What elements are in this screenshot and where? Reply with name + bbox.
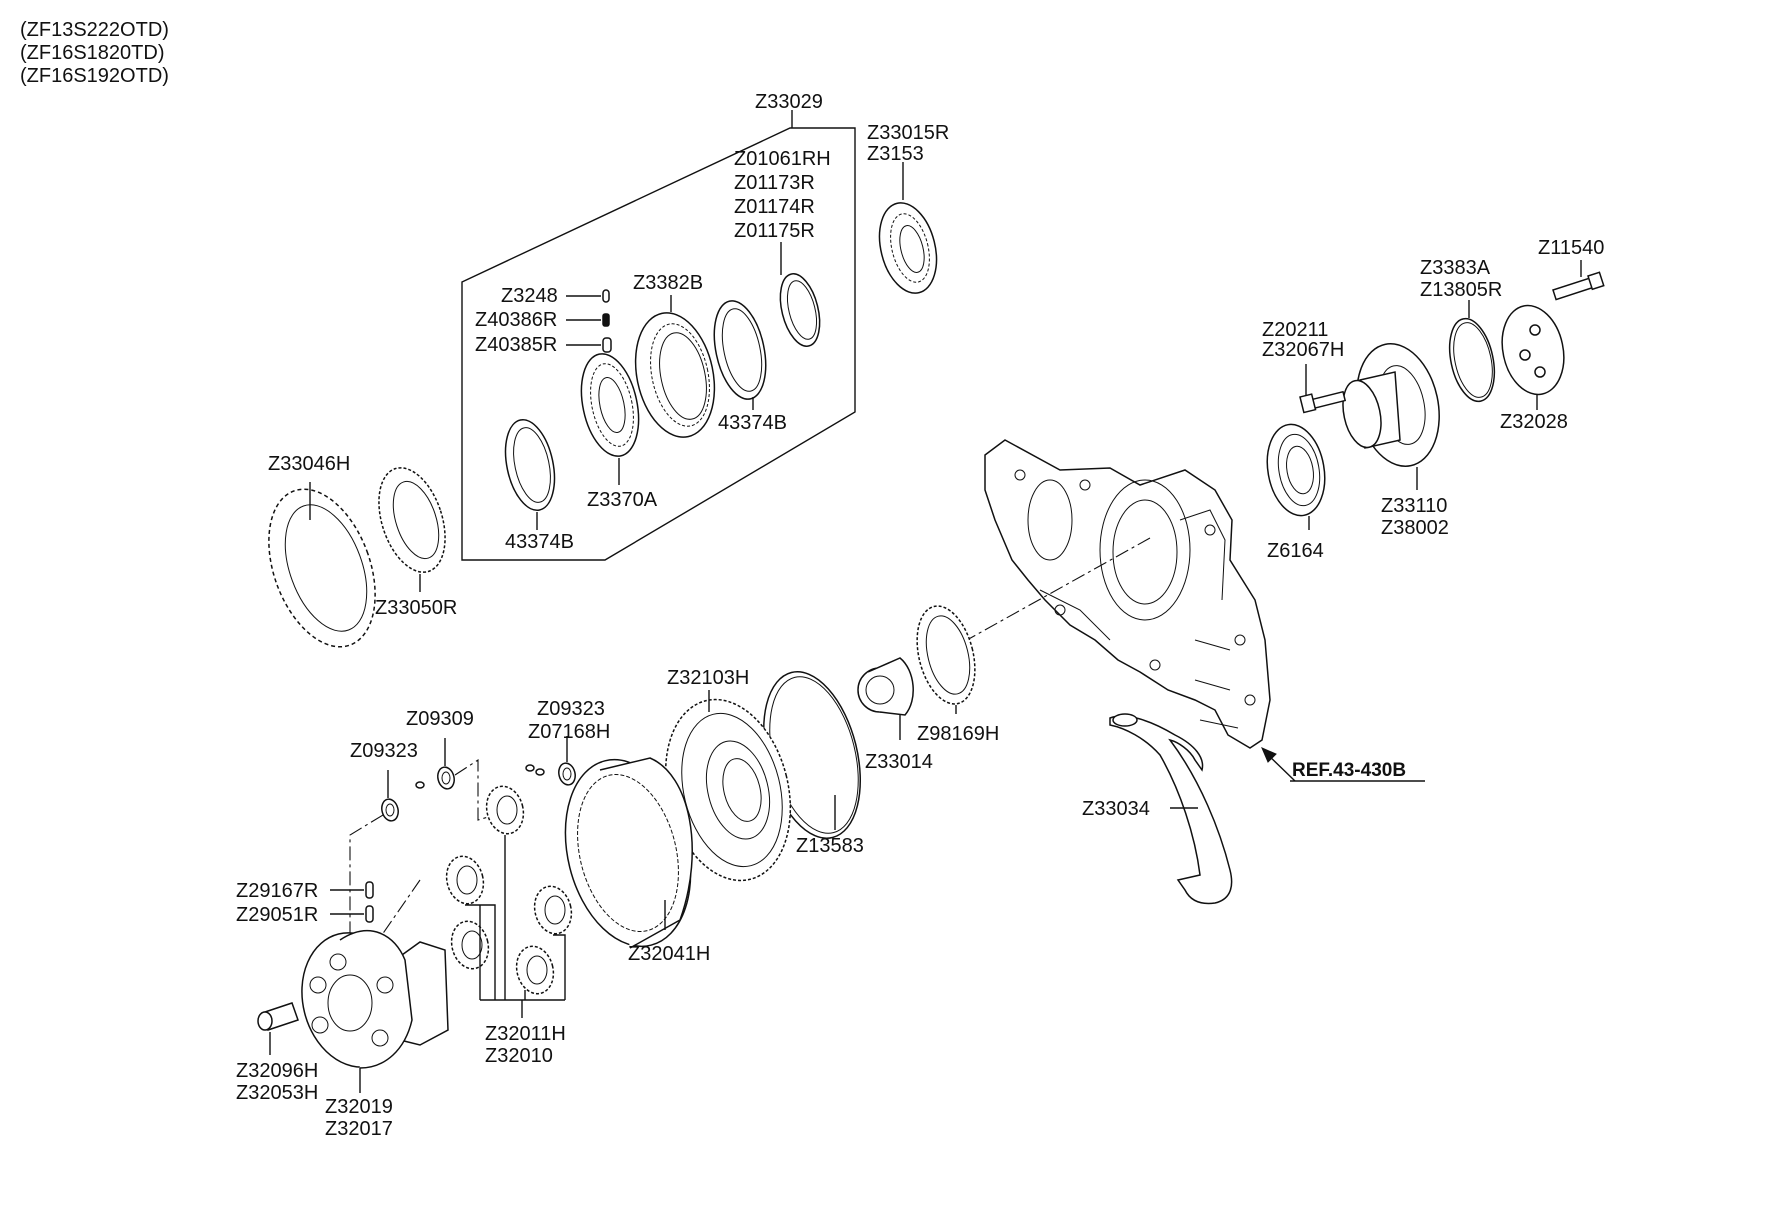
label-z3248[interactable]: Z3248: [501, 285, 558, 307]
washer-z09323-top[interactable]: [557, 761, 578, 786]
ring-z98169h[interactable]: [908, 600, 985, 710]
snap-ring-z01061rh[interactable]: [774, 270, 827, 351]
planet-gear-1[interactable]: [482, 782, 529, 837]
shift-fork-z33034[interactable]: [1109, 713, 1233, 905]
label-z29167r[interactable]: Z29167R: [236, 880, 318, 902]
planet-gear-2[interactable]: [442, 852, 489, 907]
label-z33050r[interactable]: Z33050R: [375, 597, 457, 619]
label-z11540[interactable]: Z11540: [1538, 237, 1604, 259]
reference-label[interactable]: REF.43-430B: [1292, 760, 1406, 781]
label-z07168h[interactable]: Z07168H: [528, 721, 610, 743]
label-z33110[interactable]: Z33110: [1381, 495, 1447, 517]
planet-gear-4[interactable]: [447, 917, 494, 972]
label-z13583[interactable]: Z13583: [796, 835, 864, 857]
washer-z09323-left[interactable]: [380, 797, 401, 822]
sync-ring-43374b-upper[interactable]: [706, 296, 774, 404]
label-z98169h[interactable]: Z98169H: [917, 723, 999, 745]
label-z3370a[interactable]: Z3370A: [587, 489, 658, 511]
model-3: (ZF16S192OTD): [20, 65, 169, 87]
label-z32010[interactable]: Z32010: [485, 1045, 553, 1067]
sliding-sleeve-z3382b[interactable]: [625, 305, 726, 444]
label-z09309[interactable]: Z09309: [406, 708, 474, 730]
planet-gear-5[interactable]: [512, 942, 559, 997]
label-z09323-left[interactable]: Z09323: [350, 740, 418, 762]
label-z01175r[interactable]: Z01175R: [734, 220, 815, 242]
washer-z09309[interactable]: [436, 765, 457, 790]
label-z32011h[interactable]: Z32011H: [485, 1023, 566, 1045]
label-z3382b[interactable]: Z3382B: [633, 272, 703, 294]
planet-gear-3[interactable]: [530, 882, 577, 937]
model-2: (ZF16S1820TD): [20, 42, 165, 64]
model-1: (ZF13S222OTD): [20, 19, 169, 41]
pin-z29167r[interactable]: [365, 881, 374, 899]
assembly-box-z33029: [461, 127, 856, 561]
label-z29051r[interactable]: Z29051R: [236, 904, 318, 926]
bushing-z33014[interactable]: [857, 657, 914, 716]
label-z32019[interactable]: Z32019: [325, 1096, 393, 1118]
label-z20211[interactable]: Z20211: [1262, 319, 1328, 341]
label-z32017[interactable]: Z32017: [325, 1118, 393, 1140]
label-z01061rh[interactable]: Z01061RH: [734, 148, 831, 170]
cover-z32028[interactable]: [1494, 300, 1571, 401]
guide-dash-1: [349, 814, 384, 935]
o-ring-z3383a[interactable]: [1443, 315, 1502, 406]
label-43374b-lower[interactable]: 43374B: [505, 531, 574, 553]
center-axis: [939, 537, 1151, 656]
label-z32096h[interactable]: Z32096H: [236, 1060, 318, 1082]
label-z40386r[interactable]: Z40386R: [475, 309, 557, 331]
bearing-z6164[interactable]: [1260, 420, 1331, 520]
label-z01173r[interactable]: Z01173R: [734, 172, 815, 194]
label-z33034[interactable]: Z33034: [1082, 798, 1150, 820]
planet-gear-leader: [465, 835, 566, 1018]
label-z32041h[interactable]: Z32041H: [628, 943, 710, 965]
bolt-z20211[interactable]: [1299, 390, 1347, 414]
label-z13805r[interactable]: Z13805R: [1420, 279, 1502, 301]
label-z32067h[interactable]: Z32067H: [1262, 339, 1344, 361]
sync-hub-z3370a[interactable]: [573, 349, 647, 462]
bolt-z11540[interactable]: [1552, 271, 1605, 301]
planet-carrier-z32019[interactable]: [288, 921, 449, 1078]
pin-z29051r[interactable]: [365, 905, 374, 923]
label-z33015r[interactable]: Z33015R: [867, 122, 949, 144]
label-z33014[interactable]: Z33014: [865, 751, 933, 773]
sleeve-z32096h[interactable]: [257, 1002, 299, 1031]
sync-ring-43374b-lower[interactable]: [498, 415, 562, 515]
ring-gear-z32041h[interactable]: [547, 746, 709, 959]
label-z3383a[interactable]: Z3383A: [1420, 257, 1491, 279]
transmission-housing[interactable]: [984, 439, 1271, 749]
label-z32053h[interactable]: Z32053H: [236, 1082, 318, 1104]
reference-arrow[interactable]: [1261, 747, 1425, 782]
label-z32103h[interactable]: Z32103H: [667, 667, 749, 689]
label-z40385r[interactable]: Z40385R: [475, 334, 557, 356]
detent-parts[interactable]: [566, 289, 612, 353]
bearing-z33015r[interactable]: [871, 197, 946, 299]
label-z32028[interactable]: Z32028: [1500, 411, 1568, 433]
pins-small: [415, 764, 545, 789]
disc-z33046h[interactable]: [249, 475, 395, 662]
flange-z33110[interactable]: [1337, 336, 1450, 474]
label-z01174r[interactable]: Z01174R: [734, 196, 815, 218]
ring-z33050r[interactable]: [367, 459, 457, 580]
label-z38002[interactable]: Z38002: [1381, 517, 1449, 539]
label-z6164[interactable]: Z6164: [1267, 540, 1324, 562]
label-43374b-upper[interactable]: 43374B: [718, 412, 787, 434]
label-z09323-top[interactable]: Z09323: [537, 698, 605, 720]
label-z33046h[interactable]: Z33046H: [268, 453, 350, 475]
label-z33029[interactable]: Z33029: [755, 91, 823, 113]
label-z3153[interactable]: Z3153: [867, 143, 924, 165]
